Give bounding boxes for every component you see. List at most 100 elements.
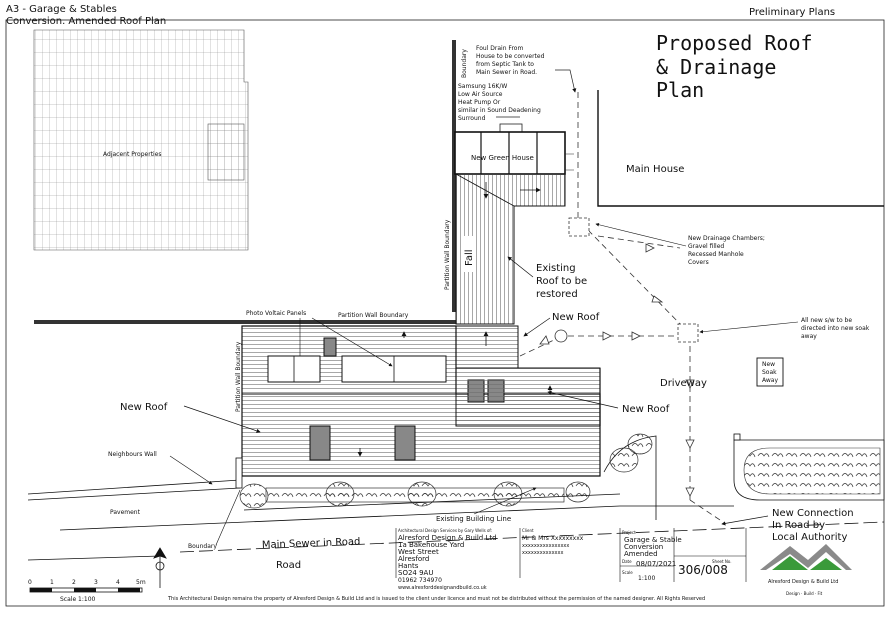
- fall-label-bg: [462, 236, 476, 272]
- manhole: [554, 329, 568, 343]
- front-planting: [239, 433, 653, 509]
- svg-text:New: New: [762, 361, 775, 368]
- new-connection-note: New Connection In Road by Local Authorit…: [772, 508, 854, 543]
- new-roof-right-label: New Roof: [622, 404, 670, 415]
- new-roof-upper-label: New Roof: [552, 312, 600, 323]
- boundary-walls: [34, 40, 456, 324]
- svg-text:New Connection: New Connection: [772, 508, 854, 519]
- neighbours-wall-leader: [169, 455, 213, 485]
- sheet-number: 306/008: [678, 563, 728, 577]
- svg-text:Architectural Design Services: Architectural Design Services by Gary We…: [398, 528, 492, 533]
- svg-text:Hants: Hants: [398, 562, 419, 570]
- svg-text:West Street: West Street: [398, 548, 439, 556]
- new-drainage-leader: [595, 222, 687, 247]
- sheet-title-line2: Conversion. Amended Roof Plan: [6, 16, 166, 27]
- svg-text:Date: Date: [622, 559, 632, 564]
- scale-bar: 0 1 2 3 4 5m Scale 1:100: [28, 579, 146, 603]
- new-roof-right-leader: [547, 390, 619, 409]
- boundary-leader: [215, 489, 241, 546]
- svg-text:Conversion: Conversion: [624, 543, 663, 551]
- new-roof-upper-leader: [523, 317, 551, 337]
- planting-bed-right: [733, 433, 885, 501]
- svg-text:Local Authority: Local Authority: [772, 532, 847, 543]
- svg-text:Low Air Source: Low Air Source: [458, 91, 503, 98]
- green-house-label: New Green House: [471, 154, 534, 162]
- sw-note: All new s/w to be directed into new soak…: [801, 317, 870, 340]
- foul-drain-leader: [555, 69, 577, 93]
- company-logo: Alresford Design & Build Ltd Design · Bu…: [760, 544, 852, 596]
- svg-text:Soak: Soak: [762, 369, 777, 376]
- svg-text:directed into new soak: directed into new soak: [801, 325, 870, 332]
- road-edges: [27, 457, 885, 561]
- new-roof-right-section: [455, 367, 601, 427]
- svg-text:New Drainage Chambers;: New Drainage Chambers;: [688, 235, 765, 242]
- svg-text:Sheet No.: Sheet No.: [712, 559, 731, 564]
- svg-text:Samsung 16K/W: Samsung 16K/W: [458, 83, 507, 90]
- north-arrow-icon: [153, 547, 167, 588]
- svg-text:similar in Sound Deadening: similar in Sound Deadening: [458, 107, 541, 114]
- existing-roof-note: Existing Roof to be restored: [536, 263, 587, 300]
- svg-text:Gravel filled: Gravel filled: [688, 243, 724, 250]
- svg-text:In Road by: In Road by: [772, 520, 825, 531]
- svg-text:Project: Project: [622, 530, 636, 535]
- main-house-label: Main House: [626, 164, 684, 175]
- svg-text:Garage & Stable: Garage & Stable: [624, 536, 682, 544]
- svg-text:Covers: Covers: [688, 259, 709, 266]
- svg-text:xxxxxxxxxxxxxx: xxxxxxxxxxxxxx: [522, 550, 563, 556]
- svg-text:Existing: Existing: [536, 263, 576, 274]
- new-roof-link: [455, 325, 519, 369]
- adjacent-properties: Adjacent Properties: [33, 29, 249, 251]
- partition-wall-left-label: Partition Wall Boundary: [235, 341, 242, 412]
- partition-wall-vertical-label: Partition Wall Boundary: [444, 219, 451, 290]
- drainage-chambers: [568, 217, 699, 343]
- new-drainage-note: New Drainage Chambers; Gravel filled Rec…: [688, 235, 765, 266]
- svg-text:restored: restored: [536, 289, 578, 300]
- svg-text:01962 734970: 01962 734970: [398, 577, 442, 584]
- svg-text:Recessed Manhole: Recessed Manhole: [688, 251, 744, 258]
- svg-text:0: 0: [28, 579, 32, 586]
- svg-text:Foul Drain From: Foul Drain From: [476, 45, 523, 52]
- svg-text:1: 1: [50, 579, 54, 586]
- boundary-top-label: Boundary: [461, 49, 468, 78]
- svg-text:SO24 9AU: SO24 9AU: [398, 569, 433, 577]
- title-block: Architectural Design Services by Gary We…: [395, 528, 747, 591]
- heat-pump-note: Samsung 16K/W Low Air Source Heat Pump O…: [458, 83, 541, 122]
- stage-label: Preliminary Plans: [749, 7, 835, 18]
- existing-roof-leader: [507, 256, 534, 278]
- existing-roof: [455, 173, 566, 325]
- main-sewer-label: Main Sewer in Road: [262, 537, 361, 551]
- driveway-label: Driveway: [660, 378, 707, 389]
- drawing-title-line3: Plan: [656, 78, 704, 102]
- svg-text:Alresford: Alresford: [398, 555, 429, 563]
- new-roof-left-label: New Roof: [120, 402, 168, 413]
- partition-wall-horizontal-label: Partition Wall Boundary: [338, 312, 409, 319]
- photo-voltaic-label: Photo Voltaic Panels: [246, 310, 306, 317]
- building-line-leader: [473, 487, 537, 515]
- adjacent-properties-label: Adjacent Properties: [103, 151, 162, 158]
- svg-text:www.alresforddesignandbuild.co: www.alresforddesignandbuild.co.uk: [398, 585, 487, 591]
- sw-note-leader: [699, 321, 799, 334]
- drainage-flow-arrows: [539, 243, 695, 497]
- svg-text:Scale: Scale: [622, 570, 633, 575]
- svg-text:Client: Client: [522, 528, 534, 533]
- drawing-title-line1: Proposed Roof: [656, 31, 813, 55]
- green-house-ticks: [565, 153, 574, 171]
- boundary-bottom-label: Boundary: [188, 543, 217, 550]
- svg-text:from Septic Tank to: from Septic Tank to: [476, 61, 534, 68]
- svg-text:4: 4: [116, 579, 120, 586]
- svg-text:xxxxxxxxxxxxxxxx: xxxxxxxxxxxxxxxx: [522, 543, 569, 549]
- svg-text:House to be converted: House to be converted: [476, 53, 545, 60]
- svg-text:Surround: Surround: [458, 115, 486, 122]
- main-house-outline: [597, 90, 884, 207]
- svg-text:1a Bakehouse Yard: 1a Bakehouse Yard: [398, 541, 464, 549]
- svg-text:1:100: 1:100: [638, 575, 655, 582]
- svg-text:5m: 5m: [136, 579, 146, 586]
- sheet-title-line1: A3 - Garage & Stables: [6, 4, 117, 15]
- svg-text:Amended: Amended: [624, 550, 658, 558]
- svg-text:Roof to be: Roof to be: [536, 276, 587, 287]
- svg-text:2: 2: [72, 579, 76, 586]
- svg-text:Away: Away: [762, 377, 778, 384]
- svg-text:Heat Pump Or: Heat Pump Or: [458, 99, 501, 106]
- soak-away: New Soak Away: [756, 357, 784, 387]
